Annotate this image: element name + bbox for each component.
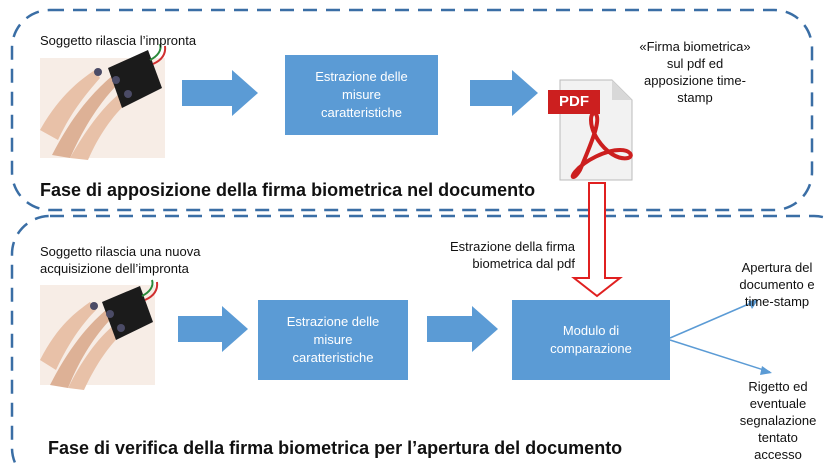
bottom-section-border [10, 214, 827, 469]
extract-features-box-top: Estrazione delle misure caratteristiche [285, 55, 438, 135]
comparison-module-box: Modulo di comparazione [512, 300, 670, 380]
flow-arrow [427, 306, 498, 352]
section-title-top: Fase di apposizione della firma biometri… [40, 180, 536, 200]
arrowhead [748, 300, 758, 309]
flow-arrow [178, 306, 248, 352]
extract-features-box-bottom: Estrazione delle misure caratteristiche [258, 300, 408, 380]
box-line: comparazione [550, 341, 632, 356]
down-arrow [571, 182, 623, 298]
box-line: Estrazione delle [315, 69, 408, 84]
outcome-line: eventuale [749, 396, 807, 411]
flow-arrow [182, 70, 258, 116]
label-line: biometrica dal pdf [472, 256, 575, 271]
outcome-line: tentato [758, 430, 798, 445]
fingerprint-scanner-icon [40, 43, 167, 160]
outcome-arrow-reject [669, 339, 771, 373]
outcome-line: Apertura del [741, 260, 813, 275]
box-line: Estrazione delle [286, 314, 380, 329]
label-line: Estrazione della firma [450, 239, 575, 254]
caption-line: «Firma biometrica» [639, 39, 751, 54]
outcome-reject-access: Rigetto ed eventuale segnalazione tentat… [733, 378, 823, 463]
label-line: Soggetto rilascia una nuova [40, 244, 201, 259]
outcome-line: Rigetto ed [748, 379, 808, 394]
box-line: Modulo di [562, 323, 620, 338]
outcome-line: accesso [754, 447, 802, 462]
flow-arrow [470, 70, 538, 116]
fingerprint-scanner-icon [40, 279, 159, 390]
caption-line: apposizione time- [644, 73, 746, 88]
box-line: misure [341, 87, 381, 102]
pdf-file-icon [548, 79, 633, 181]
extract-from-pdf-label: Estrazione della firma biometrica dal pd… [410, 238, 575, 272]
outcome-open-document: Apertura del documento e time-stamp [730, 259, 824, 310]
outcome-line: documento e [739, 277, 815, 292]
box-line: misure [313, 332, 353, 347]
outcome-line: segnalazione [739, 413, 817, 428]
arrowhead [760, 366, 772, 375]
outcome-line: time-stamp [744, 294, 810, 309]
label-line: acquisizione dell’impronta [40, 261, 189, 276]
subject-label-top: Soggetto rilascia l’impronta [40, 33, 197, 48]
box-line: caratteristiche [292, 350, 374, 365]
subject-label-bottom: Soggetto rilascia una nuova acquisizione… [40, 243, 200, 277]
caption-line: sul pdf ed [666, 56, 724, 71]
caption-line: stamp [677, 90, 713, 105]
pdf-caption: «Firma biometrica» sul pdf ed apposizion… [620, 38, 770, 106]
pdf-icon-label: PDF [559, 93, 589, 110]
section-title-bottom: Fase di verifica della firma biometrica … [48, 438, 623, 458]
box-line: caratteristiche [321, 105, 402, 120]
outcome-arrow-open [669, 299, 759, 339]
